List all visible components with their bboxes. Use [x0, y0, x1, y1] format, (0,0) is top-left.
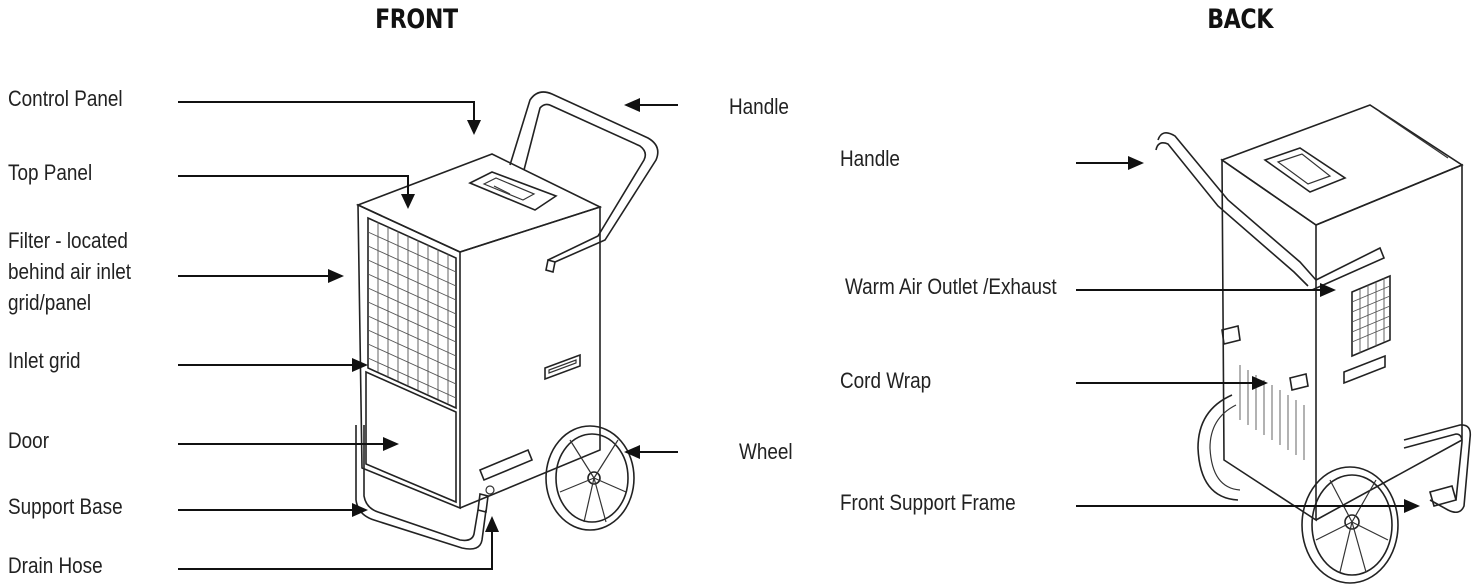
- label-support-base: Support Base: [8, 494, 123, 519]
- label-filter-line1: Filter - located: [8, 228, 128, 253]
- label-wheel: Wheel: [739, 439, 793, 464]
- label-filter-line2: behind air inlet: [8, 259, 132, 284]
- dehumidifier-front-illustration-icon: [355, 91, 659, 550]
- back-exhaust-grid-mesh: [1351, 278, 1391, 353]
- label-drain-hose: Drain Hose: [8, 553, 103, 578]
- front-heading: FRONT: [375, 4, 458, 35]
- label-inlet-grid: Inlet grid: [8, 348, 81, 373]
- front-inlet-grid-mesh: [367, 222, 457, 404]
- label-front-handle: Handle: [729, 94, 789, 119]
- callout-arrows: [178, 98, 1420, 570]
- label-cord-wrap: Cord Wrap: [840, 368, 932, 393]
- label-top-panel: Top Panel: [8, 160, 93, 185]
- label-door: Door: [8, 428, 50, 453]
- label-warm-air-outlet: Warm Air Outlet /Exhaust: [845, 274, 1057, 299]
- dehumidifier-back-illustration-icon: [1155, 104, 1472, 584]
- label-front-support-frame: Front Support Frame: [840, 490, 1016, 515]
- label-control-panel: Control Panel: [8, 86, 123, 111]
- label-filter-line3: grid/panel: [8, 290, 92, 315]
- back-heading: BACK: [1207, 4, 1273, 35]
- label-back-handle: Handle: [840, 146, 900, 171]
- back-side-vents: [1239, 365, 1305, 460]
